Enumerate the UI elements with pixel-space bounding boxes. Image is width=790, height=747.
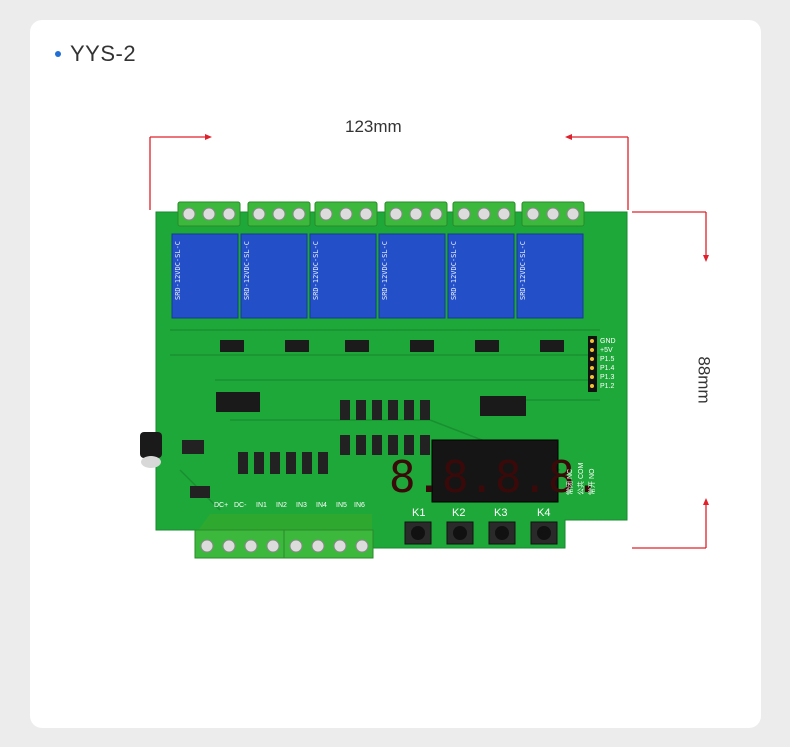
pin-label: GND [600,338,616,345]
bullet-icon [55,51,61,57]
capacitor [140,432,162,468]
relay-label: SRD-12VDC-SL-C [312,241,320,300]
input-terminals [194,514,374,559]
transistor-row [220,340,564,352]
pin-label: P1.5 [600,356,615,363]
input-label: DC+ [214,502,228,509]
button-label: K3 [494,507,507,519]
input-label: IN2 [276,502,287,509]
product-heading: YYS-2 [55,41,136,67]
input-label: IN4 [316,502,327,509]
seven-segment-display: 8.8.8.8. [389,439,601,503]
push-buttons: K1 K2 K3 K4 [404,507,558,545]
product-title: YYS-2 [70,41,137,66]
button-label: K4 [537,507,550,519]
top-terminals [177,201,585,227]
pin-label: P1.4 [600,365,615,372]
display-digits: 8.8.8.8. [389,452,601,503]
contact-label: 常闭 NC [565,469,574,495]
button-label: K2 [452,507,465,519]
input-label: IN1 [256,502,267,509]
contact-legend: 常闭 NC 公共 COM 常开 NO [565,463,596,495]
relay-label: SRD-12VDC-SL-C [381,241,389,300]
input-label: DC- [234,502,247,509]
contact-label: 常开 NO [587,468,596,495]
pin-label: +5V [600,347,613,354]
relay-label: SRD-12VDC-SL-C [243,241,251,300]
relay-label: SRD-12VDC-SL-C [519,241,527,300]
dimension-arrows [149,134,709,549]
input-label: IN5 [336,502,347,509]
relays: SRD-12VDC-SL-C SRD-12VDC-SL-C SRD-12VDC-… [171,233,584,319]
input-label: IN3 [296,502,307,509]
input-label: IN6 [354,502,365,509]
component-array [182,400,430,498]
contact-label: 公共 COM [576,463,585,495]
pin-label: P1.2 [600,383,615,390]
ic-chips [216,392,526,416]
button-label: K1 [412,507,425,519]
input-labels: DC+ DC- IN1 IN2 IN3 IN4 IN5 IN6 [214,502,365,509]
width-dimension-label: 123mm [345,117,402,136]
relay-label: SRD-12VDC-SL-C [450,241,458,300]
pin-header: GND +5V P1.5 P1.4 P1.3 P1.2 [588,336,616,392]
relay-label: SRD-12VDC-SL-C [174,241,182,300]
pin-label: P1.3 [600,374,615,381]
